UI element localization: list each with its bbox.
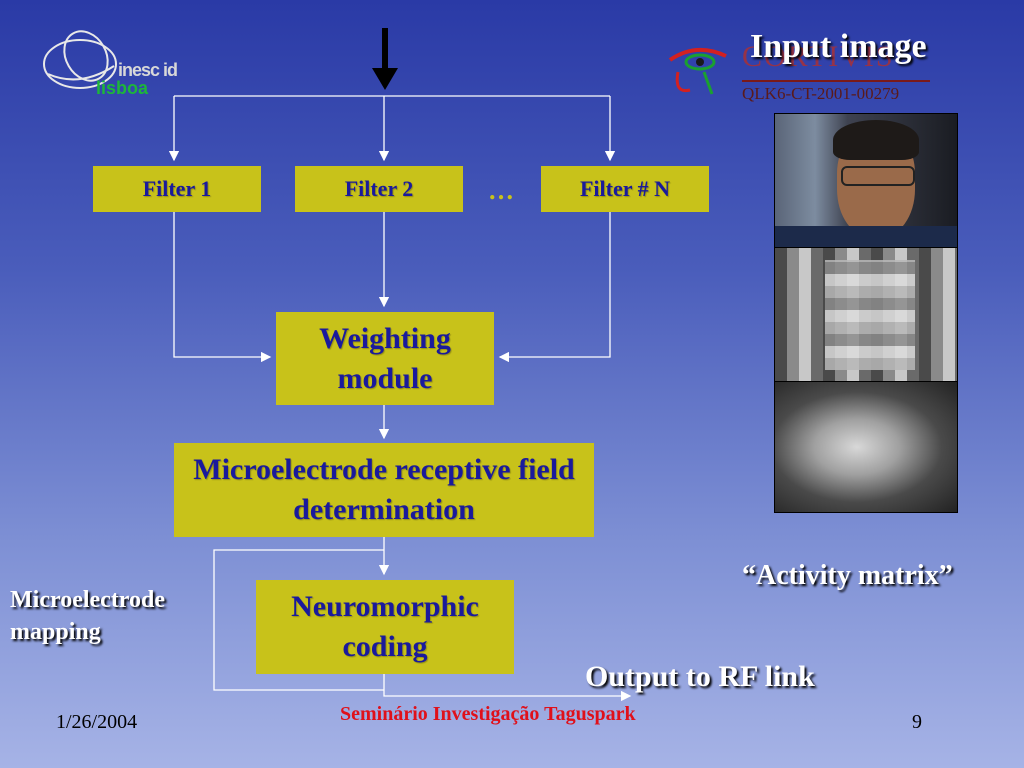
filter-1-box: Filter 1 — [93, 166, 261, 212]
filter-2-box: Filter 2 — [295, 166, 463, 212]
eye-of-horus-icon — [668, 48, 727, 95]
filter-n-box: Filter # N — [541, 166, 709, 212]
logo-name: CORTIVIS — [742, 40, 895, 73]
shirt-shape — [775, 226, 957, 247]
microelectrode-mapping-label: Microelectrode mapping — [10, 587, 166, 645]
activity-matrix-image — [774, 381, 958, 513]
input-arrow-icon — [372, 28, 398, 90]
input-photo — [774, 113, 958, 248]
logo-rule — [742, 80, 930, 82]
logo-code: QLK6-CT-2001-00279 — [742, 84, 900, 103]
cortivis-logo: CORTIVIS QLK6-CT-2001-00279 — [664, 36, 954, 108]
glasses-shape — [841, 166, 915, 186]
hair-shape — [833, 120, 919, 160]
pixelated-photo — [774, 247, 958, 382]
filters-ellipsis: … — [488, 176, 514, 205]
pixel-face — [825, 260, 915, 370]
weighting-module-box: Weighting module — [276, 312, 494, 405]
logo-line1: inesc id — [118, 60, 178, 80]
page-title: Input image — [750, 28, 927, 65]
footer-page: 9 — [912, 711, 922, 733]
receptive-field-box: Microelectrode receptive field determina… — [174, 443, 594, 537]
neuromorphic-coding-box: Neuromorphic coding — [256, 580, 514, 674]
activity-matrix-label: “Activity matrix” — [742, 560, 953, 591]
footer-center: Seminário Investigação Taguspark — [340, 703, 636, 725]
globe-icon — [43, 30, 117, 89]
footer-date: 1/26/2004 — [56, 711, 138, 733]
logo-line2: lisboa — [96, 78, 149, 98]
output-label: Output to RF link — [585, 660, 815, 693]
inesc-logo: inesc id lisboa — [40, 26, 210, 104]
